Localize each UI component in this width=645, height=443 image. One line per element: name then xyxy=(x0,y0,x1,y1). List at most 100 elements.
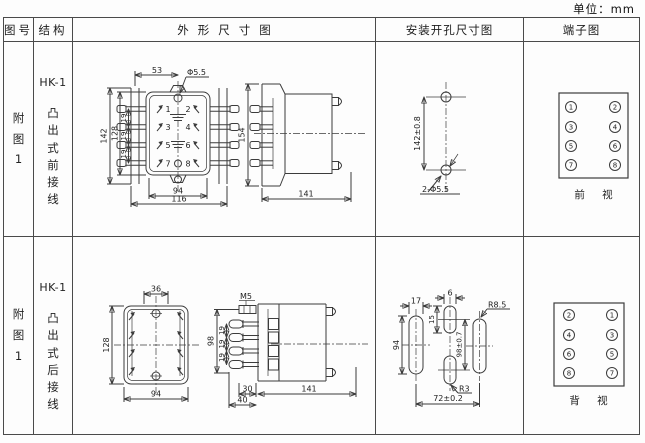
centerlines xyxy=(402,297,493,391)
rear-terminal-5: 5 xyxy=(610,351,614,359)
dim-phi5-5: Φ5.5 xyxy=(187,68,206,77)
dim-98-07: 98±0.7 xyxy=(456,332,464,358)
mounting-holes-svg: 142±0.8 2-Φ5.5 xyxy=(413,82,466,195)
dimensions-front: 36 128 94 xyxy=(102,285,189,402)
terminal-4: 4 xyxy=(185,123,190,132)
mount-type-label: 凸 出 式 后 接 线 xyxy=(47,311,59,412)
terminal-circles xyxy=(565,101,621,171)
dim-19b: 19 xyxy=(218,340,226,349)
side-view: 154 141 xyxy=(238,83,366,202)
view-caption: 背 视 xyxy=(569,394,614,407)
dim-142-08: 142±0.8 xyxy=(413,116,422,151)
terminal-2: 2 xyxy=(185,105,190,114)
structure-row1: HK-1 凸 出 式 前 接 线 xyxy=(34,42,73,237)
terminal-6: 6 xyxy=(185,141,190,150)
terminal-diagram-row2: 2 1 4 3 6 5 8 7 背 视 xyxy=(524,237,639,434)
mounting-hole-top xyxy=(440,91,452,103)
unit-label: 单位：mm xyxy=(573,2,635,16)
drawing-table: 图号 结构 外形尺寸图 安装开孔尺寸图 端子图 附 图 1 HK-1 凸 出 式… xyxy=(3,17,640,435)
front-view: 1 2 3 4 5 6 7 8 53 xyxy=(100,66,240,207)
dim-116: 116 xyxy=(171,195,186,204)
terminal-diagram-svg: 1 2 3 4 5 6 7 8 前 视 xyxy=(558,92,629,201)
mounting-drawing-row1: 142±0.8 2-Φ5.5 xyxy=(376,42,524,237)
bottom-hole xyxy=(174,175,182,184)
outline-drawing-row2: 36 128 94 M5 xyxy=(73,237,376,434)
dim-53: 53 xyxy=(152,66,162,75)
terminal-diagram-row1: 1 2 3 4 5 6 7 8 前 视 xyxy=(524,42,639,237)
outline-drawing-row1: 1 2 3 4 5 6 7 8 53 xyxy=(73,42,376,237)
dim-36: 36 xyxy=(151,285,161,294)
m5-stud xyxy=(238,305,257,314)
rear-terminal-1: 1 xyxy=(610,312,614,320)
header-figure-no: 图号 xyxy=(4,18,34,42)
dim-19a: 19 xyxy=(120,114,128,123)
dimensions-front: 53 Φ5.5 142 128 19 19 xyxy=(100,66,228,207)
front-terminal-1: 1 xyxy=(569,104,573,112)
terminal-1: 1 xyxy=(165,105,170,114)
rear-terminal-2: 2 xyxy=(567,312,571,320)
view-caption: 前 视 xyxy=(574,188,619,201)
thread-label: M5 xyxy=(240,292,252,301)
mounting-strips xyxy=(130,88,228,184)
dim-40: 40 xyxy=(237,396,247,405)
dim-19c: 19 xyxy=(218,353,226,362)
header-terminal: 端子图 xyxy=(524,18,639,42)
terminal-diagram-svg: 2 1 4 3 6 5 8 7 背 视 xyxy=(553,302,625,407)
terminal-7: 7 xyxy=(165,160,170,169)
structure-row2: HK-1 凸 出 式 后 接 线 xyxy=(34,237,73,434)
dim-17: 17 xyxy=(411,297,421,306)
dim-r3: R3 xyxy=(459,385,470,394)
front-terminal-3: 3 xyxy=(569,124,573,132)
mount-type-label: 凸 出 式 前 接 线 xyxy=(47,106,59,207)
rear-terminal-8: 8 xyxy=(567,370,571,378)
dim-r85: R8.5 xyxy=(488,301,506,310)
dimensions-side: 154 141 xyxy=(238,83,352,202)
terminal-circle-numbers: 1 2 3 4 5 6 7 8 xyxy=(569,104,618,170)
dim-19b: 19 xyxy=(120,132,128,141)
terminal-numbers: 1 2 3 4 5 6 7 8 xyxy=(165,105,190,169)
dim-30: 30 xyxy=(242,385,252,394)
side-terminal-studs xyxy=(249,105,273,167)
header-mounting: 安装开孔尺寸图 xyxy=(376,18,524,42)
dim-154: 154 xyxy=(238,127,247,142)
figure-no-text: 附 图 1 xyxy=(12,307,25,363)
front-terminal-4: 4 xyxy=(613,124,618,132)
terminal-3: 3 xyxy=(165,123,170,132)
front-terminal-2: 2 xyxy=(613,104,617,112)
dim-94: 94 xyxy=(173,187,183,196)
dim-72-02: 72±0.2 xyxy=(433,394,463,403)
dim-6: 6 xyxy=(447,289,452,298)
rear-mounting-studs xyxy=(331,97,342,170)
mounting-drawing-row2: 17 6 15 94 98±0.7 R8.5 xyxy=(376,237,524,434)
dimensions: 17 6 15 94 98±0.7 R8.5 xyxy=(392,289,510,407)
dim-98: 98 xyxy=(207,336,216,346)
dim-19c: 19 xyxy=(120,150,128,159)
dim-141: 141 xyxy=(301,385,316,394)
figure-no-row1: 附 图 1 xyxy=(4,42,34,237)
rear-terminal-7: 7 xyxy=(610,370,614,378)
outline-front-rear-view-svg: 1 2 3 4 5 6 7 8 53 xyxy=(100,66,366,207)
header-structure: 结构 xyxy=(34,18,73,42)
dimensions: 142±0.8 2-Φ5.5 xyxy=(413,97,460,195)
model-label: HK-1 xyxy=(39,76,67,89)
front-terminal-5: 5 xyxy=(569,143,573,151)
outline-rear-wiring-svg: 36 128 94 M5 xyxy=(102,285,368,408)
dim-128: 128 xyxy=(111,126,120,141)
mounting-slots-svg: 17 6 15 94 98±0.7 R8.5 xyxy=(392,289,510,407)
dimensions-side: 98 19 19 19 30 40 xyxy=(207,309,357,408)
front-terminal-7: 7 xyxy=(569,162,573,170)
top-hole xyxy=(173,93,183,103)
front-terminal-6: 6 xyxy=(613,143,618,151)
terminal-circle-numbers: 2 1 4 3 6 5 8 7 xyxy=(567,312,614,378)
dim-141: 141 xyxy=(298,190,313,199)
figure-no-row2: 附 图 1 xyxy=(4,237,34,434)
front-terminal-8: 8 xyxy=(613,162,617,170)
figure-no-text: 附 图 1 xyxy=(12,110,25,167)
rear-terminal-6: 6 xyxy=(567,351,572,359)
front-view: 36 128 94 xyxy=(102,285,199,402)
terminal-block xyxy=(558,92,629,179)
terminal-5: 5 xyxy=(165,141,170,150)
rear-terminal-studs xyxy=(228,319,259,369)
dim-19a: 19 xyxy=(218,326,226,335)
